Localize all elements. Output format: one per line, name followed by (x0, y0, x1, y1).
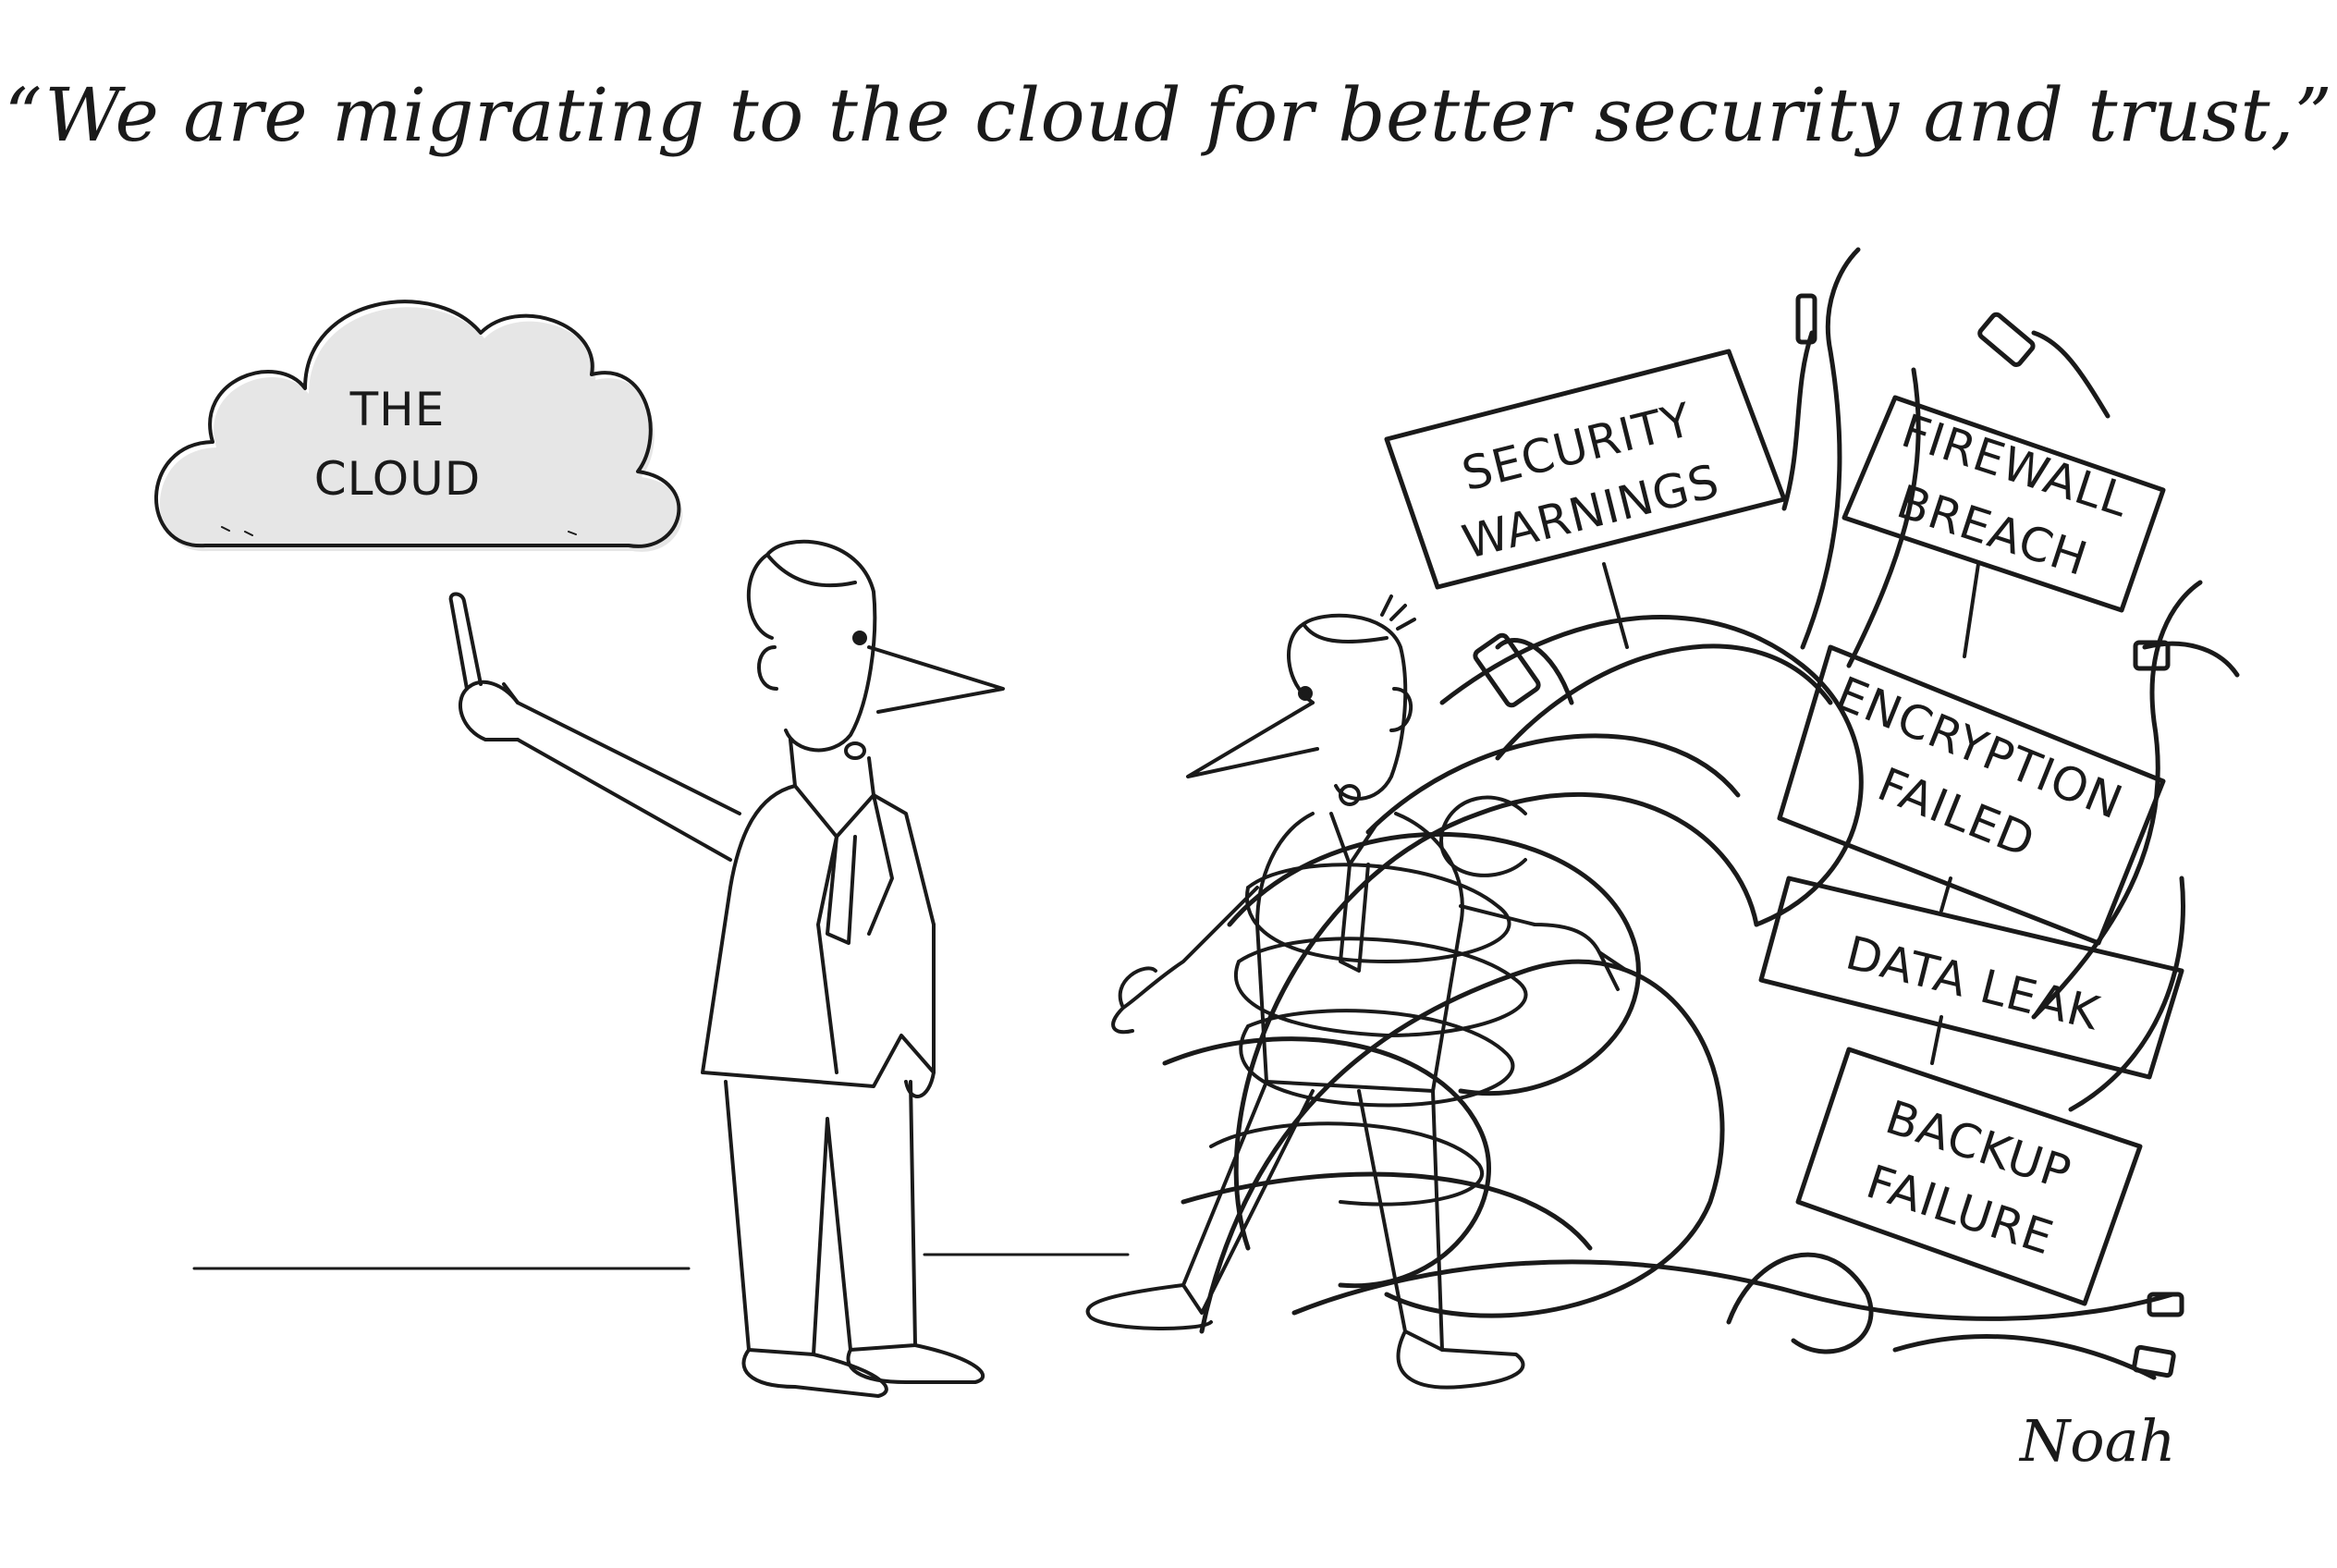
cloud-label-line1: THE (349, 383, 446, 436)
sign-firewall-breach (1841, 395, 2166, 658)
cloud-label-line2: CLOUD (314, 452, 481, 506)
artist-signature: Noah (2018, 1407, 2175, 1475)
cable-tangle (1162, 247, 2240, 1380)
cartoon-caption: “We are migrating to the cloud for bette… (4, 72, 2333, 158)
sign-data-leak (1758, 876, 2184, 1080)
pointing-man (448, 539, 1005, 1398)
ground-lines (192, 1253, 1130, 1270)
sign-security-warnings (1384, 349, 1787, 649)
cloud-shape (154, 300, 683, 552)
sign-backup-failure (1795, 1047, 2143, 1306)
entangled-man (1085, 594, 1629, 1390)
